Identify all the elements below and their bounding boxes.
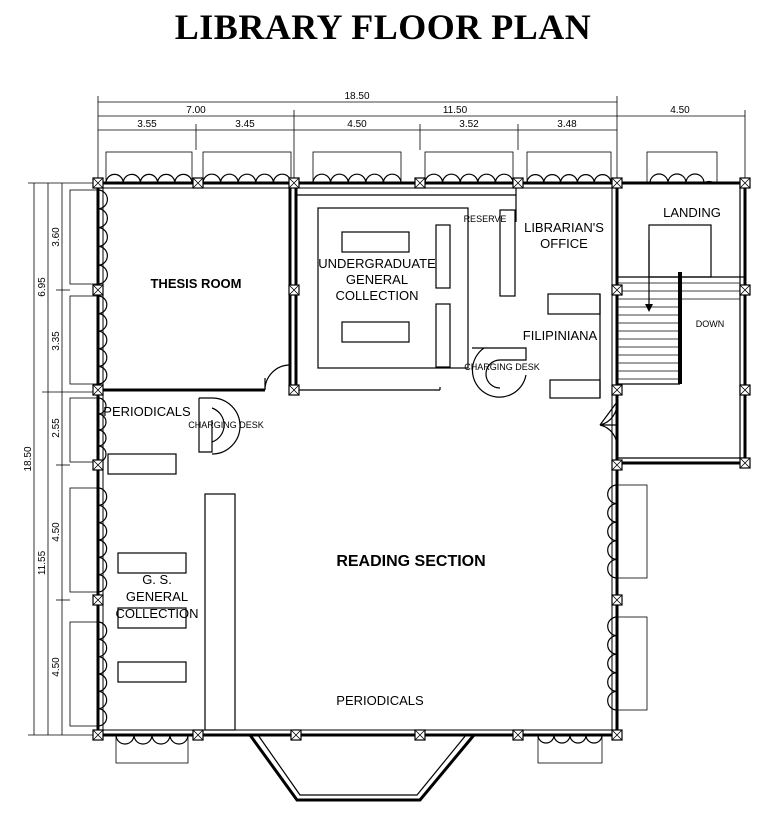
dim-top-left-block: 7.00 bbox=[186, 105, 206, 116]
window-sash bbox=[312, 173, 402, 184]
window-sash bbox=[537, 734, 603, 744]
window-sash bbox=[105, 173, 193, 184]
left-dimensions: 18.50 6.95 11.55 3.60 3.35 2.55 4.50 4.5… bbox=[23, 182, 98, 736]
window-sash bbox=[526, 174, 612, 184]
bay-projection bbox=[248, 734, 476, 802]
window-sash bbox=[97, 295, 108, 385]
label-reading-section: READING SECTION bbox=[336, 553, 485, 570]
column-marker bbox=[611, 729, 623, 741]
top-dimensions: 18.50 7.00 11.50 4.50 3.55 3.45 4.50 3.5… bbox=[97, 91, 746, 180]
column-marker bbox=[611, 177, 623, 189]
label-periodicals-left: PERIODICALS bbox=[103, 404, 191, 419]
column-marker bbox=[739, 177, 751, 189]
column-marker bbox=[512, 177, 524, 189]
window-sash bbox=[97, 621, 108, 727]
column-marker bbox=[611, 459, 623, 471]
dim-top-seg-2: 3.45 bbox=[235, 119, 255, 130]
column-marker bbox=[92, 459, 104, 471]
label-landing: LANDING bbox=[663, 205, 721, 220]
shelves bbox=[107, 224, 451, 731]
label-periodicals-bottom: PERIODICALS bbox=[336, 693, 424, 708]
label-reserve: RESERVE bbox=[464, 214, 507, 224]
left-windows bbox=[69, 189, 108, 727]
column-marker bbox=[290, 729, 302, 741]
column-marker bbox=[288, 284, 300, 296]
window-sash bbox=[97, 487, 108, 593]
column-marker bbox=[739, 384, 751, 396]
column-marker bbox=[611, 284, 623, 296]
dim-top-stair: 4.50 bbox=[670, 105, 690, 116]
label-undergrad-3: COLLECTION bbox=[335, 288, 418, 303]
column-marker bbox=[414, 177, 426, 189]
label-librarian-1: LIBRARIAN'S bbox=[524, 220, 604, 235]
column-marker bbox=[512, 729, 524, 741]
dim-top-overall: 18.50 bbox=[344, 91, 369, 102]
dim-left-seg-4: 4.50 bbox=[51, 522, 62, 542]
label-undergrad-2: GENERAL bbox=[346, 272, 408, 287]
label-gs-3: COLLECTION bbox=[115, 606, 198, 621]
column-marker bbox=[92, 384, 104, 396]
column-marker bbox=[739, 284, 751, 296]
dim-left-seg-3: 2.55 bbox=[51, 418, 62, 438]
dim-left-seg-1: 3.60 bbox=[51, 227, 62, 247]
top-windows bbox=[105, 151, 612, 184]
dim-top-seg-1: 3.55 bbox=[137, 119, 157, 130]
column-marker bbox=[192, 177, 204, 189]
window-sash bbox=[202, 173, 292, 184]
window-sash bbox=[424, 173, 514, 184]
window-sash bbox=[115, 734, 189, 745]
plan-title: LIBRARY FLOOR PLAN bbox=[174, 7, 592, 47]
label-gs-2: GENERAL bbox=[126, 589, 188, 604]
dim-left-seg-2: 3.35 bbox=[51, 331, 62, 351]
dim-top-seg-5: 3.48 bbox=[557, 119, 577, 130]
dim-top-seg-3: 4.50 bbox=[347, 119, 367, 130]
dim-left-seg-5: 4.50 bbox=[51, 657, 62, 677]
dim-left-upper: 6.95 bbox=[37, 277, 48, 297]
column-marker bbox=[288, 177, 300, 189]
column-marker bbox=[288, 384, 300, 396]
window-sash bbox=[97, 397, 107, 463]
dim-left-lower: 11.55 bbox=[37, 550, 48, 575]
column-marker bbox=[192, 729, 204, 741]
label-undergrad-1: UNDERGRADUATE bbox=[318, 256, 436, 271]
column-marker bbox=[92, 594, 104, 606]
column-marker bbox=[739, 457, 751, 469]
column-marker bbox=[611, 594, 623, 606]
charging-desk-lower bbox=[198, 397, 241, 455]
structural-columns bbox=[92, 177, 751, 741]
window-sash bbox=[97, 189, 108, 285]
label-librarian-2: OFFICE bbox=[540, 236, 588, 251]
window-sash bbox=[607, 484, 618, 579]
right-windows bbox=[607, 484, 648, 711]
label-down: DOWN bbox=[696, 319, 725, 329]
dim-top-right-block: 11.50 bbox=[443, 105, 468, 116]
bottom-windows bbox=[115, 734, 603, 764]
column-marker bbox=[92, 177, 104, 189]
label-filipiniana: FILIPINIANA bbox=[523, 328, 598, 343]
window-sash bbox=[607, 616, 618, 711]
label-thesis-room: THESIS ROOM bbox=[150, 276, 241, 291]
dim-left-overall: 18.50 bbox=[23, 446, 34, 471]
charging-desk-upper bbox=[471, 347, 527, 398]
label-gs-1: G. S. bbox=[142, 572, 172, 587]
dim-top-seg-4: 3.52 bbox=[459, 119, 479, 130]
stair-block bbox=[599, 151, 747, 465]
label-charging-desk-lower: CHARGING DESK bbox=[188, 420, 264, 430]
column-marker bbox=[92, 284, 104, 296]
label-charging-desk-upper: CHARGING DESK bbox=[464, 362, 540, 372]
column-marker bbox=[611, 384, 623, 396]
room-labels: THESIS ROOM UNDERGRADUATE GENERAL COLLEC… bbox=[103, 205, 724, 708]
column-marker bbox=[414, 729, 426, 741]
column-marker bbox=[92, 729, 104, 741]
